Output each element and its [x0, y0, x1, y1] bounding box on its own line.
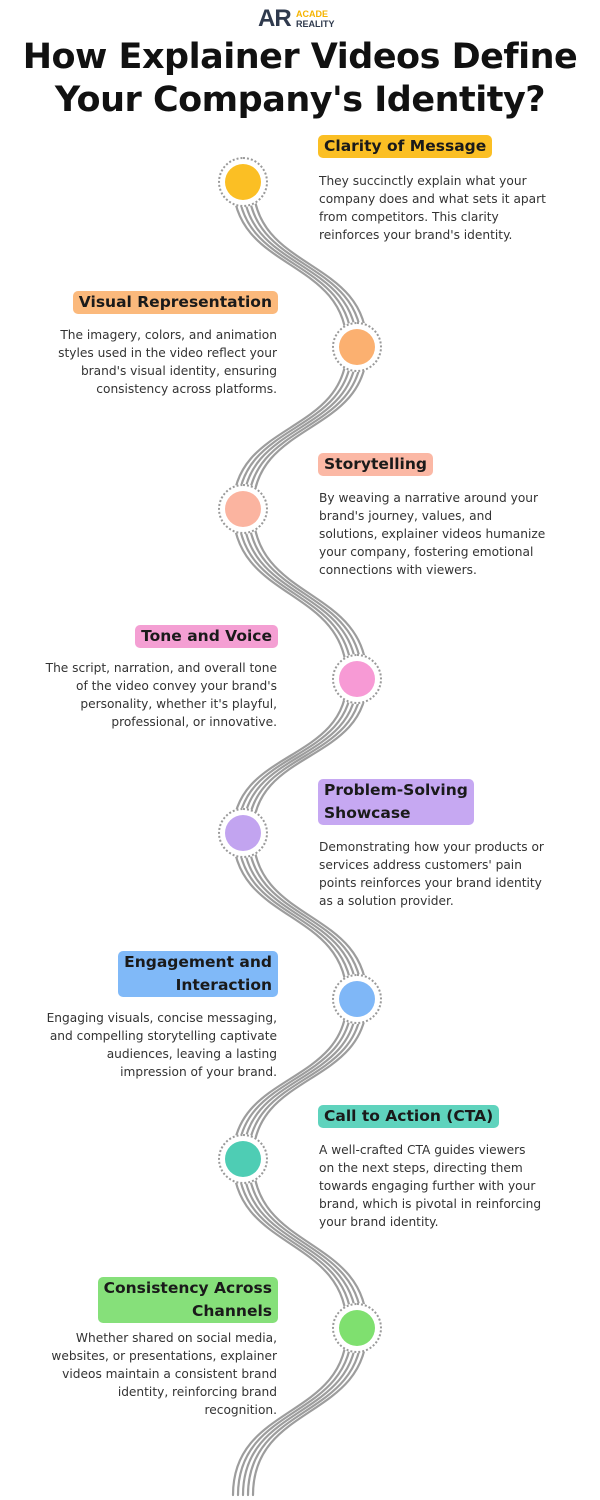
milestone-8-marker [332, 1303, 382, 1353]
milestone-6-dot [339, 981, 375, 1017]
milestone-4-dot [339, 661, 375, 697]
page-title-line-1: How Explainer Videos Define [22, 37, 578, 77]
milestone-8-description: Whether shared on social media, websites… [51, 1331, 277, 1417]
milestone-3-marker [218, 484, 268, 534]
milestone-7-description: A well-crafted CTA guides viewers on the… [319, 1143, 542, 1229]
milestone-2-dot [339, 329, 375, 365]
milestone-6-description: Engaging visuals, concise messaging, and… [46, 1011, 277, 1079]
road-strand [231, 180, 349, 1497]
milestone-2-title: Visual Representation [72, 291, 278, 314]
milestone-8-dot [339, 1310, 375, 1346]
milestone-7-marker [218, 1134, 268, 1184]
milestone-4-marker [332, 654, 382, 704]
road-strand [241, 180, 359, 1497]
milestone-1-description: They succinctly explain what your compan… [319, 174, 546, 242]
logo-mark: AR [258, 5, 292, 32]
milestone-1-marker [218, 157, 268, 207]
milestone-5-marker [218, 808, 268, 858]
milestone-3-title: Storytelling [318, 453, 433, 476]
logo-text-acade: ACADE [296, 9, 329, 19]
milestone-8-title: Consistency Across Channels [97, 1277, 278, 1323]
milestone-4-description: The script, narration, and overall tone … [45, 661, 277, 729]
milestone-3-description: By weaving a narrative around your brand… [319, 491, 546, 577]
road-strand [251, 180, 369, 1497]
milestone-4-title: Tone and Voice [135, 625, 278, 648]
milestone-5-description: Demonstrating how your products or servi… [319, 840, 544, 908]
milestone-5-dot [225, 815, 261, 851]
page-title: How Explainer Videos Define Your Company… [0, 36, 600, 122]
milestone-3-dot [225, 491, 261, 527]
milestone-5-title: Problem-Solving Showcase [318, 779, 474, 825]
milestone-6-marker [332, 974, 382, 1024]
milestone-1-title: Clarity of Message [318, 135, 493, 158]
road-strand [246, 180, 364, 1497]
milestone-2-description: The imagery, colors, and animation style… [58, 328, 277, 396]
milestone-7-dot [225, 1141, 261, 1177]
milestone-7-title: Call to Action (CTA) [318, 1105, 500, 1128]
milestone-6-title: Engagement and Interaction [118, 951, 278, 997]
road-strand [236, 180, 354, 1497]
milestone-2-marker [332, 322, 382, 372]
logo-text-reality: REALITY [296, 19, 335, 29]
milestone-1-dot [225, 164, 261, 200]
page-title-line-2: Your Company's Identity? [54, 80, 546, 120]
